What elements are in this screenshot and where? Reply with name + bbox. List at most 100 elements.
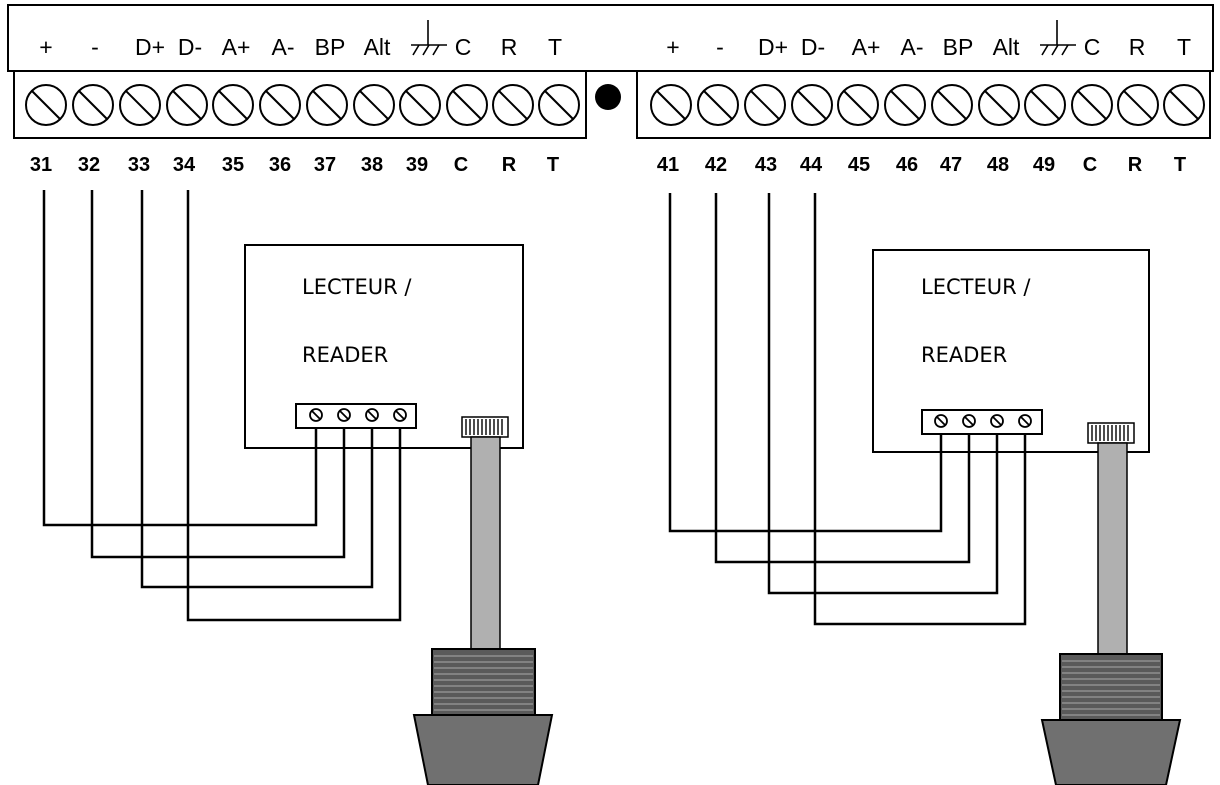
header-label: R bbox=[1129, 34, 1146, 60]
terminal-number: 39 bbox=[406, 154, 428, 176]
wire bbox=[767, 193, 999, 595]
screw-terminal bbox=[353, 84, 395, 126]
right-terminal-numbers: 41 42 43 44 45 46 47 48 49 C R T bbox=[657, 154, 1186, 176]
screw-terminal bbox=[697, 84, 739, 126]
wire bbox=[42, 190, 318, 527]
terminal-number: 32 bbox=[78, 154, 100, 176]
terminal-number: 49 bbox=[1033, 154, 1055, 176]
wire bbox=[714, 193, 971, 564]
header-label: D- bbox=[178, 34, 202, 60]
ground-icon bbox=[1040, 20, 1076, 56]
ground-icon bbox=[411, 20, 447, 56]
header-label: D- bbox=[801, 34, 825, 60]
right-header-labels: + - D+ D- A+ A- BP Alt C R T bbox=[666, 20, 1191, 60]
header-bar bbox=[7, 4, 1214, 72]
terminal-number: 41 bbox=[657, 154, 679, 176]
screw-terminal bbox=[931, 84, 973, 126]
antenna-connector bbox=[1087, 422, 1135, 444]
antenna-coil bbox=[1059, 653, 1163, 721]
header-label: R bbox=[501, 34, 518, 60]
terminal-number: C bbox=[1083, 154, 1097, 176]
header-label: - bbox=[716, 34, 724, 60]
terminal-number: 42 bbox=[705, 154, 727, 176]
antenna-coil bbox=[431, 648, 536, 716]
header-label: T bbox=[548, 34, 562, 60]
screw-terminal bbox=[399, 84, 441, 126]
header-label: + bbox=[39, 34, 52, 60]
terminal-number: 45 bbox=[848, 154, 870, 176]
screw-terminal bbox=[306, 84, 348, 126]
header-label: D+ bbox=[758, 34, 788, 60]
terminal-number: 46 bbox=[896, 154, 918, 176]
wire bbox=[90, 190, 346, 559]
screw-terminal bbox=[1071, 84, 1113, 126]
center-mounting-dot bbox=[595, 84, 621, 110]
screw-terminal bbox=[1024, 84, 1066, 126]
terminal-number: 33 bbox=[128, 154, 150, 176]
reader-title-line2: READER bbox=[302, 343, 388, 367]
screw-terminal bbox=[978, 84, 1020, 126]
reader-screws bbox=[934, 414, 1032, 428]
screw-terminal bbox=[538, 84, 580, 126]
header-label: A+ bbox=[852, 34, 881, 60]
wire bbox=[140, 190, 374, 589]
left-screw-terminals bbox=[25, 84, 580, 126]
reader-screws bbox=[309, 408, 407, 422]
wire bbox=[186, 190, 402, 622]
header-label: - bbox=[91, 34, 99, 60]
header-label: A+ bbox=[222, 34, 251, 60]
terminal-number: C bbox=[454, 154, 468, 176]
reader-title-line1: LECTEUR / bbox=[302, 275, 412, 299]
terminal-number: 36 bbox=[269, 154, 291, 176]
terminal-number: 44 bbox=[800, 154, 823, 176]
screw-terminal bbox=[884, 84, 926, 126]
screw-terminal bbox=[744, 84, 786, 126]
antenna-cable bbox=[470, 436, 501, 650]
screw-terminal bbox=[492, 84, 534, 126]
header-label: D+ bbox=[135, 34, 165, 60]
terminal-number: 47 bbox=[940, 154, 962, 176]
antenna-connector bbox=[461, 416, 509, 438]
left-terminal-numbers: 31 32 33 34 35 36 37 38 39 C R T bbox=[30, 154, 559, 176]
reader-title-line1: LECTEUR / bbox=[921, 275, 1031, 299]
terminal-number: 43 bbox=[755, 154, 777, 176]
header-label: Alt bbox=[993, 34, 1020, 60]
left-reader: LECTEUR / READER bbox=[244, 244, 554, 785]
terminal-number: 35 bbox=[222, 154, 244, 176]
terminal-number: 31 bbox=[30, 154, 52, 176]
terminal-number: T bbox=[1174, 154, 1186, 176]
screw-terminal bbox=[212, 84, 254, 126]
antenna-base bbox=[1040, 719, 1182, 785]
right-screw-terminals bbox=[650, 84, 1205, 126]
screw-terminal bbox=[650, 84, 692, 126]
screw-terminal bbox=[72, 84, 114, 126]
right-reader: LECTEUR / READER bbox=[872, 249, 1182, 785]
header-label: BP bbox=[943, 34, 974, 60]
screw-terminal bbox=[25, 84, 67, 126]
header-label: A- bbox=[901, 34, 924, 60]
left-header-labels: + - D+ D- A+ A- BP Alt C R T bbox=[39, 20, 562, 60]
terminal-number: 37 bbox=[314, 154, 336, 176]
screw-terminal bbox=[1163, 84, 1205, 126]
wire bbox=[813, 193, 1027, 626]
reader-title-line2: READER bbox=[921, 343, 1007, 367]
header-label: A- bbox=[272, 34, 295, 60]
header-label: + bbox=[666, 34, 679, 60]
terminal-number: R bbox=[1128, 154, 1143, 176]
screw-terminal bbox=[119, 84, 161, 126]
terminal-number: 34 bbox=[173, 154, 196, 176]
header-label: Alt bbox=[364, 34, 391, 60]
wire bbox=[668, 193, 943, 533]
left-wires bbox=[42, 190, 402, 622]
header-label: C bbox=[1084, 34, 1101, 60]
terminal-number: 48 bbox=[987, 154, 1009, 176]
screw-terminal bbox=[446, 84, 488, 126]
screw-terminal bbox=[791, 84, 833, 126]
right-wires bbox=[668, 193, 1027, 626]
terminal-number: T bbox=[547, 154, 559, 176]
terminal-number: 38 bbox=[361, 154, 383, 176]
header-label: BP bbox=[315, 34, 346, 60]
screw-terminal bbox=[166, 84, 208, 126]
header-label: C bbox=[455, 34, 472, 60]
